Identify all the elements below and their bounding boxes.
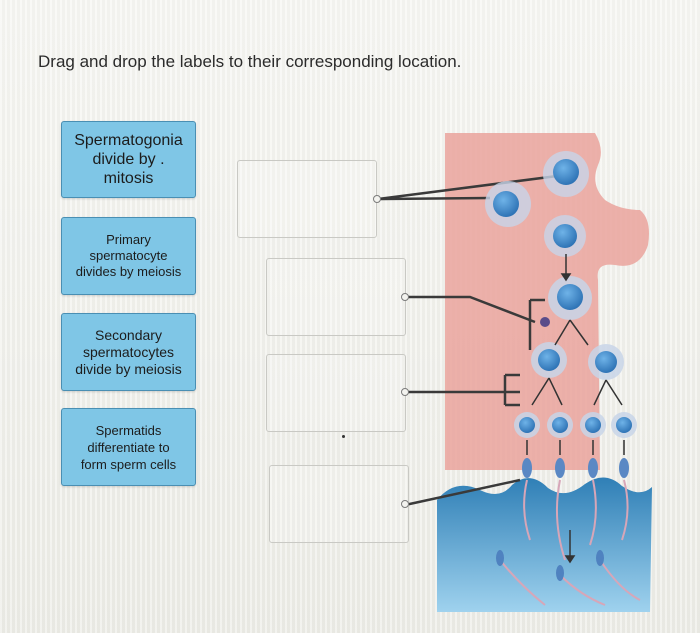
developing-sperm — [522, 458, 629, 478]
drop-zone-3[interactable] — [266, 354, 406, 432]
leader-lines — [377, 173, 566, 507]
free-sperm-heads — [496, 550, 604, 581]
lumen-region — [437, 477, 652, 612]
label-primary-spermatocyte[interactable]: Primary spermatocyte divides by meiosis — [61, 217, 196, 295]
drop-zone-2[interactable] — [266, 258, 406, 336]
label-spermatogonia-text: Spermatogonia divide by . mitosis — [74, 132, 183, 187]
drop-zone-1[interactable] — [237, 160, 377, 238]
label-spermatogonia[interactable]: Spermatogonia divide by . mitosis — [61, 121, 196, 198]
label-spermatids[interactable]: Spermatids differentiate to form sperm c… — [61, 408, 196, 486]
sperm-tails — [499, 479, 641, 606]
spermatogonium-cells — [485, 151, 589, 257]
connector-4 — [401, 500, 409, 508]
connector-1 — [373, 195, 381, 203]
stray-dot — [342, 435, 345, 438]
label-primary-spermatocyte-text: Primary spermatocyte divides by meiosis — [75, 232, 182, 279]
label-spermatids-text: Spermatids differentiate to form sperm c… — [80, 422, 177, 472]
connector-3 — [401, 388, 409, 396]
instruction-text: Drag and drop the labels to their corres… — [38, 52, 462, 71]
secondary-spermatocyte-cells — [531, 342, 624, 380]
spermatid-cells — [514, 412, 637, 438]
flow-arrows — [526, 254, 625, 564]
label-secondary-spermatocytes-text: Secondary spermatocytes divide by meiosi… — [75, 326, 182, 377]
primary-spermatocyte-cell — [540, 276, 592, 327]
drop-zone-4[interactable] — [269, 465, 409, 543]
label-secondary-spermatocytes[interactable]: Secondary spermatocytes divide by meiosi… — [61, 313, 196, 391]
connector-2 — [401, 293, 409, 301]
